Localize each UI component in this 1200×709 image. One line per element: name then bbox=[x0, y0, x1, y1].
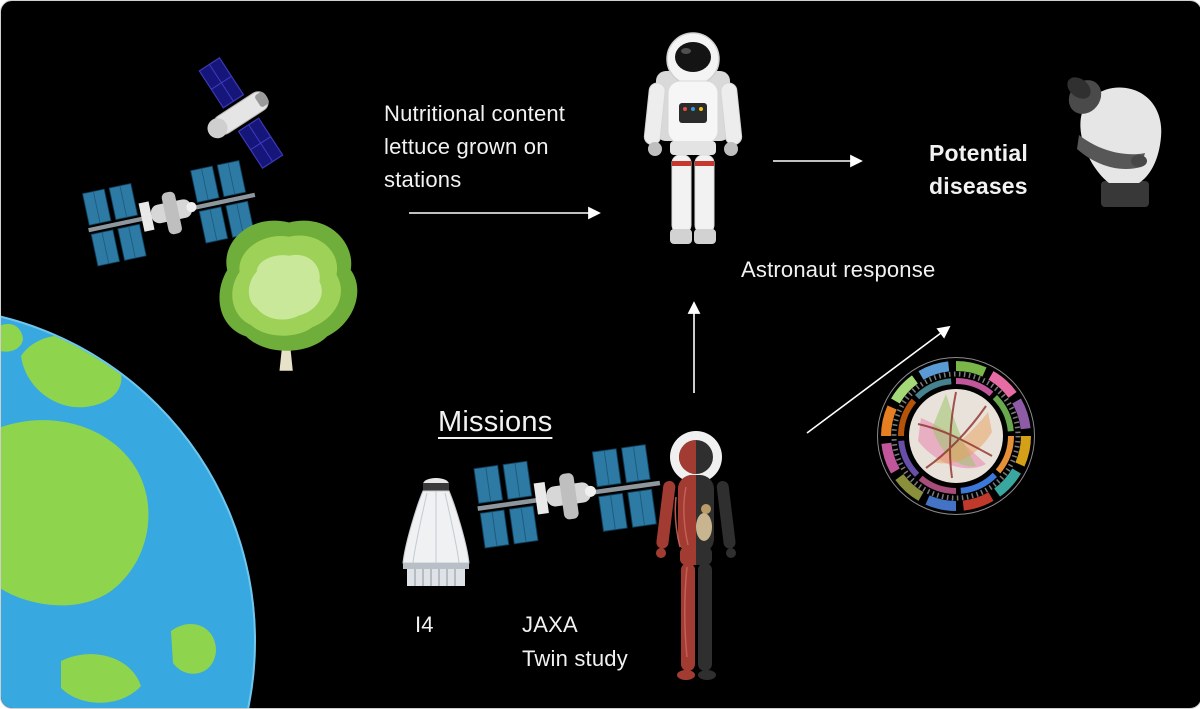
microbiome-circos-plot-icon bbox=[877, 357, 1035, 515]
space-station-2-icon bbox=[471, 442, 666, 549]
anatomy-figure-icon bbox=[656, 431, 736, 680]
arrows bbox=[409, 154, 951, 434]
lettuce-icon bbox=[219, 220, 358, 371]
satellite-icon bbox=[198, 56, 284, 170]
missions-title: Missions bbox=[438, 406, 553, 438]
earth-globe-illustration bbox=[1, 315, 256, 708]
mission-jaxa-label: JAXA bbox=[522, 612, 578, 637]
potential-diseases-label: Potential diseases bbox=[929, 140, 1028, 200]
arrow-to-microbiome bbox=[806, 325, 951, 434]
sick-person-icon bbox=[1067, 77, 1162, 207]
mission-i4-label: I4 bbox=[415, 612, 434, 637]
nutritional-content-label: Nutritional content lettuce grown on sta… bbox=[384, 101, 566, 192]
astronaut-icon bbox=[643, 32, 743, 244]
dragon-capsule-icon bbox=[402, 478, 470, 586]
mission-twin-study-label: Twin study bbox=[522, 646, 628, 671]
astronaut-response-label: Astronaut response bbox=[741, 257, 936, 282]
